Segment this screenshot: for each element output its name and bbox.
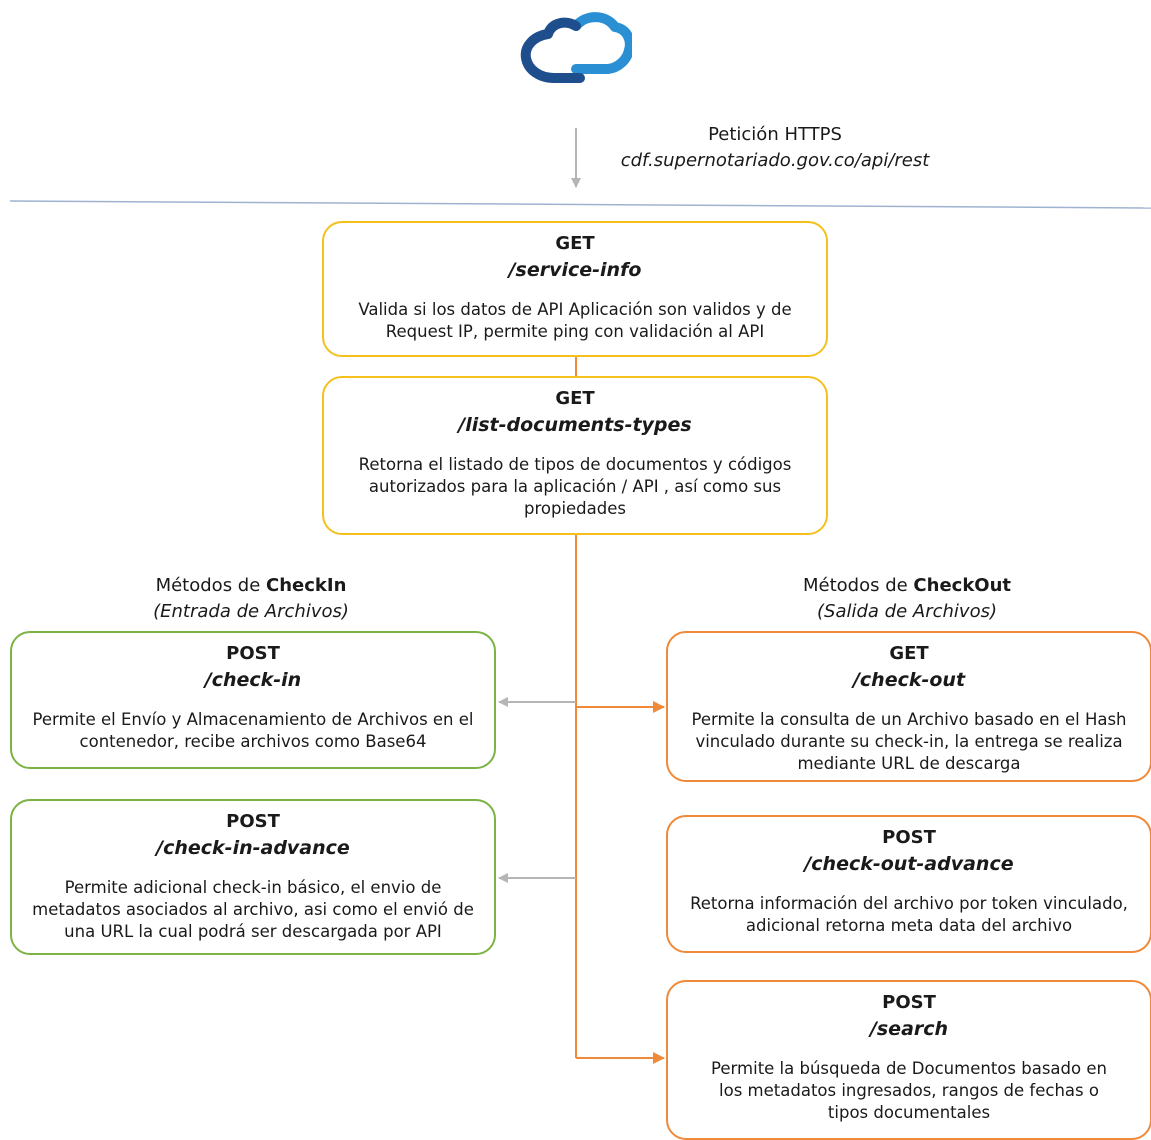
- method-label: GET: [555, 388, 595, 409]
- section-subtitle: (Salida de Archivos): [817, 601, 997, 622]
- endpoint-path: /list-documents-types: [458, 414, 692, 436]
- endpoint-description: Permite la consulta de un Archivo basado…: [691, 710, 1127, 773]
- separator-line: [9, 200, 1151, 209]
- endpoint-description: Permite la búsqueda de Documentos basado…: [711, 1059, 1107, 1122]
- section-subtitle: (Entrada de Archivos): [153, 601, 349, 622]
- method-label: POST: [226, 811, 280, 832]
- endpoint-description: Permite adicional check-in básico, el en…: [32, 878, 474, 941]
- endpoint-description: Valida si los datos de API Aplicación so…: [358, 300, 792, 341]
- section-prefix: Métodos de: [802, 575, 914, 596]
- method-label: GET: [555, 233, 595, 254]
- https-request-label: Petición HTTPS cdf.supernotariado.gov.co…: [560, 122, 990, 174]
- endpoint-description: Retorna información del archivo por toke…: [690, 894, 1128, 935]
- endpoint-path: /search: [869, 1018, 949, 1040]
- check-out-box[interactable]: GET /check-out Permite la consulta de un…: [666, 631, 1151, 782]
- endpoint-path: /service-info: [508, 259, 642, 281]
- request-url: cdf.supernotariado.gov.co/api/rest: [620, 150, 930, 171]
- method-label: POST: [882, 827, 936, 848]
- cloud-icon: [520, 12, 632, 83]
- section-name: CheckOut: [913, 575, 1012, 596]
- check-in-box[interactable]: POST /check-in Permite el Envío y Almace…: [10, 631, 496, 769]
- section-name: CheckIn: [266, 575, 347, 596]
- checkout-section-title: Métodos de CheckOut (Salida de Archivos): [752, 573, 1062, 625]
- endpoint-description: Permite el Envío y Almacenamiento de Arc…: [32, 710, 474, 751]
- endpoint-description: Retorna el listado de tipos de documento…: [358, 455, 792, 518]
- check-in-advance-box[interactable]: POST /check-in-advance Permite adicional…: [10, 799, 496, 955]
- endpoint-path: /check-out: [852, 669, 966, 691]
- endpoint-path: /check-out-advance: [804, 853, 1014, 875]
- search-box[interactable]: POST /search Permite la búsqueda de Docu…: [666, 980, 1151, 1140]
- method-label: GET: [889, 643, 929, 664]
- list-documents-types-box[interactable]: GET /list-documents-types Retorna el lis…: [322, 376, 828, 535]
- endpoint-path: /check-in: [204, 669, 302, 691]
- endpoint-path: /check-in-advance: [156, 837, 350, 859]
- checkin-section-title: Métodos de CheckIn (Entrada de Archivos): [96, 573, 406, 625]
- service-info-box[interactable]: GET /service-info Valida si los datos de…: [322, 221, 828, 357]
- method-label: POST: [882, 992, 936, 1013]
- section-prefix: Métodos de: [155, 575, 267, 596]
- check-out-advance-box[interactable]: POST /check-out-advance Retorna informac…: [666, 815, 1151, 953]
- method-label: POST: [226, 643, 280, 664]
- request-title: Petición HTTPS: [708, 124, 842, 145]
